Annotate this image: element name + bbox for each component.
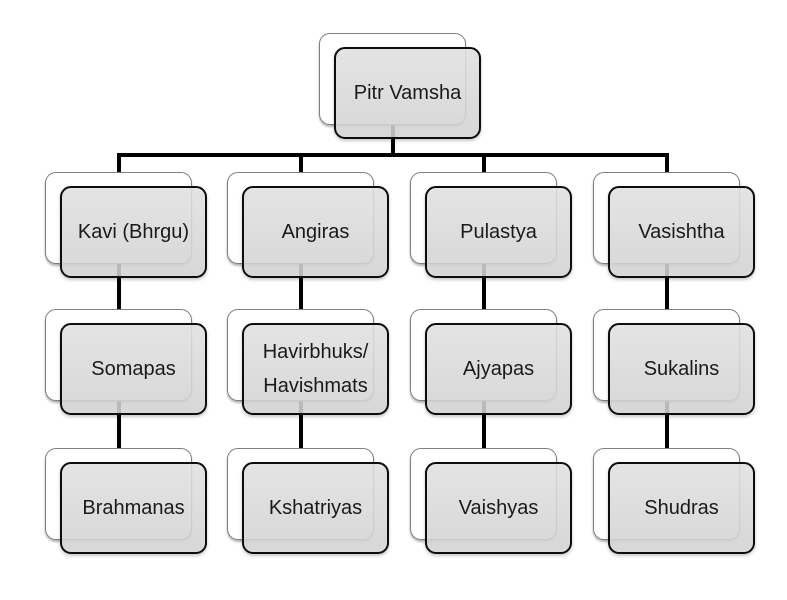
- card: Kavi (Bhrgu): [60, 186, 207, 278]
- node-vaishyas: Vaishyas: [410, 448, 572, 554]
- card: Brahmanas: [60, 462, 207, 554]
- connector-g3-g4-col1: [116, 399, 121, 467]
- node-label: Vasishtha: [638, 221, 725, 243]
- connector-drop-col4: [664, 153, 669, 179]
- card: Pitr Vamsha: [334, 47, 481, 139]
- node-label: Pitr Vamsha: [353, 82, 462, 104]
- node-ajyapas: Ajyapas: [410, 309, 572, 415]
- node-kshatriyas: Kshatriyas: [227, 448, 389, 554]
- connector-g2-g3-col2: [298, 262, 303, 326]
- node-somapas: Somapas: [45, 309, 207, 415]
- connector-root-stub: [390, 122, 395, 157]
- node-shudras: Shudras: [593, 448, 755, 554]
- card: Somapas: [60, 323, 207, 415]
- node-label: Kshatriyas: [268, 497, 363, 519]
- card: Vaishyas: [425, 462, 572, 554]
- card: Kshatriyas: [242, 462, 389, 554]
- node-label: Angiras: [281, 221, 350, 243]
- card: Vasishtha: [608, 186, 755, 278]
- node-brahmanas: Brahmanas: [45, 448, 207, 554]
- connector-drop-col1: [116, 153, 121, 179]
- card: Shudras: [608, 462, 755, 554]
- card: Sukalins: [608, 323, 755, 415]
- connector-g3-g4-col4: [664, 399, 669, 467]
- node-label: Ajyapas: [462, 358, 535, 380]
- node-vasishtha: Vasishtha: [593, 172, 755, 278]
- connector-g2-g3-col1: [116, 262, 121, 326]
- card: Angiras: [242, 186, 389, 278]
- connector-g3-g4-col3: [481, 399, 486, 467]
- node-label: Pulastya: [460, 221, 537, 243]
- node-sukalins: Sukalins: [593, 309, 755, 415]
- card: Pulastya: [425, 186, 572, 278]
- connector-drop-col3: [481, 153, 486, 179]
- node-havirbhuks-havishmats: Havirbhuks/ Havishmats: [227, 309, 389, 415]
- connector-bar: [116, 153, 669, 157]
- node-label: Vaishyas: [458, 497, 539, 519]
- node-angiras: Angiras: [227, 172, 389, 278]
- connector-g3-g4-col2: [298, 399, 303, 467]
- node-label: Somapas: [91, 358, 176, 380]
- node-label: Havirbhuks/ Havishmats: [262, 341, 369, 397]
- card: Ajyapas: [425, 323, 572, 415]
- node-label: Kavi (Bhrgu): [77, 221, 190, 243]
- node-pitr-vamsha: Pitr Vamsha: [319, 33, 481, 139]
- node-pulastya: Pulastya: [410, 172, 572, 278]
- connector-g2-g3-col3: [481, 262, 486, 326]
- node-kavi-bhrgu: Kavi (Bhrgu): [45, 172, 207, 278]
- node-label: Sukalins: [643, 358, 720, 380]
- connector-g2-g3-col4: [664, 262, 669, 326]
- card: Havirbhuks/ Havishmats: [242, 323, 389, 415]
- node-label: Brahmanas: [82, 497, 185, 519]
- connector-drop-col2: [298, 153, 303, 179]
- node-label: Shudras: [644, 497, 719, 519]
